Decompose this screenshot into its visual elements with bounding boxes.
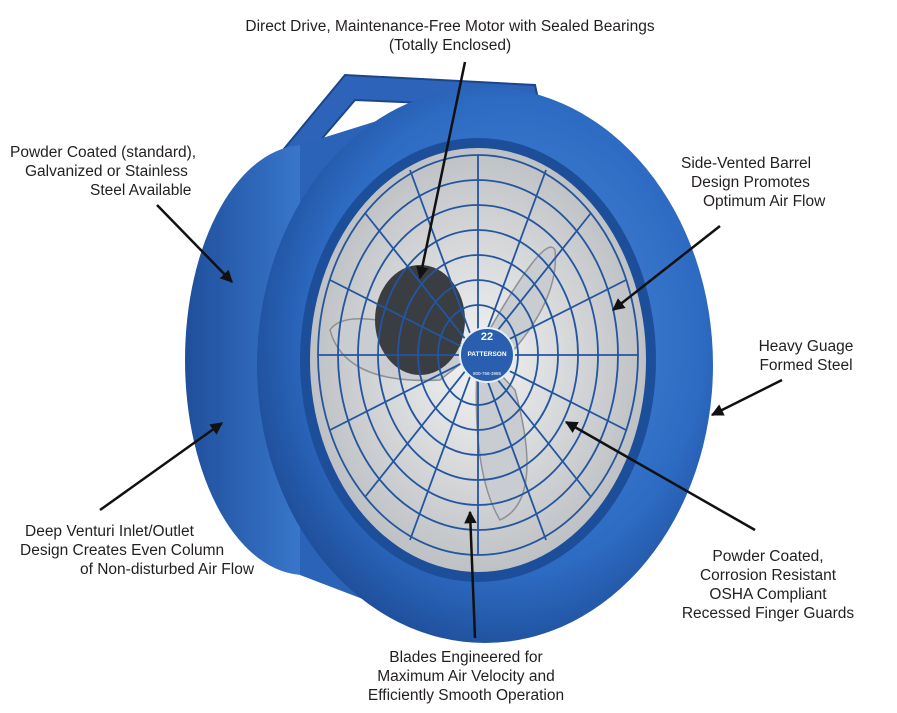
callout-barrel: Side-Vented Barrel Design Promotes Optim…	[681, 154, 871, 211]
callout-line: Corrosion Resistant	[699, 567, 837, 584]
arrow-steel	[710, 378, 783, 417]
callout-line: Galvanized or Stainless	[25, 163, 188, 180]
badge-phone: 800-768-3985	[473, 371, 502, 376]
arrow-motor	[416, 61, 467, 280]
callout-steel: Heavy Guage Formed Steel	[746, 337, 866, 375]
callout-line: Design Promotes	[691, 174, 810, 191]
arrow-guards	[564, 420, 756, 532]
callout-motor: Direct Drive, Maintenance-Free Motor wit…	[192, 17, 708, 55]
arrow-barrel	[612, 225, 721, 311]
callout-line: Blades Engineered for	[389, 649, 543, 666]
callout-coating: Powder Coated (standard), Galvanized or …	[10, 143, 244, 200]
callout-line: (Totally Enclosed)	[388, 37, 512, 54]
callout-blades: Blades Engineered for Maximum Air Veloci…	[330, 648, 602, 705]
callout-line: OSHA Compliant	[709, 586, 827, 603]
callout-line: Deep Venturi Inlet/Outlet	[25, 523, 194, 540]
callout-line: Optimum Air Flow	[703, 193, 826, 210]
callout-arrows	[99, 61, 783, 639]
callout-line: Direct Drive, Maintenance-Free Motor wit…	[245, 18, 655, 35]
callout-line: Maximum Air Velocity and	[377, 668, 555, 685]
callout-line: Heavy Guage	[758, 338, 854, 355]
badge-brand: PATTERSON	[467, 351, 506, 358]
callout-venturi: Deep Venturi Inlet/Outlet Design Creates…	[20, 522, 310, 579]
patterson-badge: 22 PATTERSON 800-768-3985	[459, 327, 515, 383]
callout-guards: Powder Coated, Corrosion Resistant OSHA …	[655, 547, 881, 623]
callout-line: Formed Steel	[759, 357, 853, 374]
badge-number: 22	[481, 331, 493, 343]
arrow-venturi	[99, 421, 224, 512]
callout-line: Powder Coated (standard),	[10, 144, 197, 161]
callout-line: Powder Coated,	[712, 548, 824, 565]
arrow-blades	[464, 510, 477, 639]
callout-line: Efficiently Smooth Operation	[367, 687, 565, 704]
callout-line: of Non-disturbed Air Flow	[80, 561, 255, 578]
arrow-coating	[156, 204, 233, 283]
callout-line: Steel Available	[90, 182, 192, 199]
callout-line: Design Creates Even Column	[20, 542, 225, 559]
callout-line: Side-Vented Barrel	[681, 155, 812, 172]
finger-guard	[317, 154, 639, 556]
callout-line: Recessed Finger Guards	[681, 605, 855, 622]
